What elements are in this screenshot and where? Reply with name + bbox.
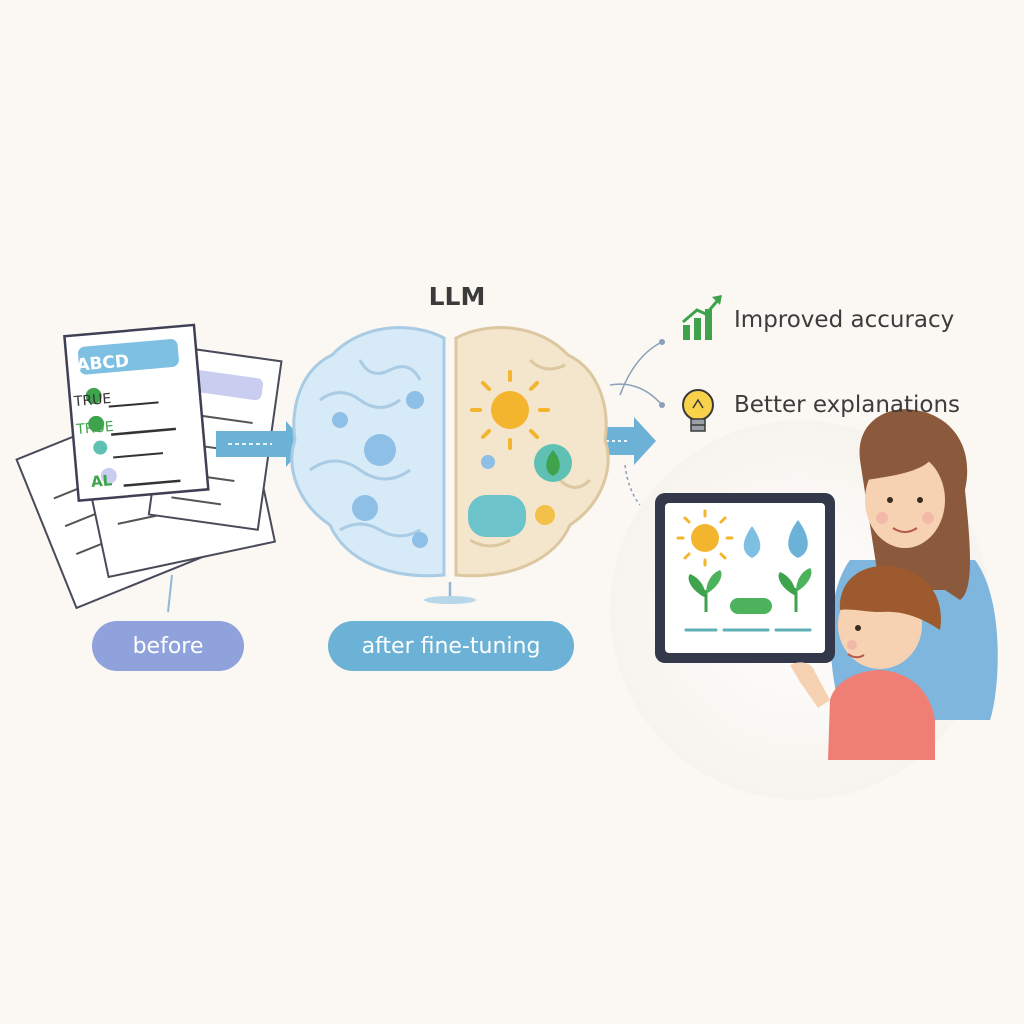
before-label: before xyxy=(92,621,244,671)
brain-right-hemisphere xyxy=(454,326,610,578)
brain xyxy=(290,326,610,604)
brain-bubble-icon xyxy=(468,495,526,537)
brain-sun-icon xyxy=(470,370,550,450)
after-fine-tuning-label: after fine-tuning xyxy=(328,621,574,671)
lightbulb-icon xyxy=(682,389,714,432)
brain-leaf-badge-icon xyxy=(534,444,572,482)
growth-chart-icon xyxy=(682,295,722,340)
document-stack xyxy=(15,323,283,613)
llm-title: LLM xyxy=(428,282,486,311)
tablet-plant-icon-2 xyxy=(778,568,812,612)
benefit-better-explanations: Better explanations xyxy=(734,392,961,418)
benefit-improved-accuracy: Improved accuracy xyxy=(734,307,955,333)
tablet-scene xyxy=(610,409,998,800)
brain-dot-icon xyxy=(535,505,555,525)
brain-left-hemisphere xyxy=(290,326,446,578)
benefit-connectors xyxy=(609,339,665,506)
tablet-sun-icon xyxy=(676,509,734,567)
tablet-water-drop-icon-1 xyxy=(743,526,761,558)
tablet-plant-icon-1 xyxy=(688,570,722,612)
tablet-device xyxy=(655,493,835,663)
child-figure xyxy=(790,565,941,760)
before-connector-line xyxy=(167,574,173,613)
tablet-water-drop-icon-2 xyxy=(788,520,808,558)
tablet-green-badge xyxy=(730,598,772,614)
doc-sheet-front xyxy=(63,323,210,502)
brain-stand xyxy=(424,582,476,604)
